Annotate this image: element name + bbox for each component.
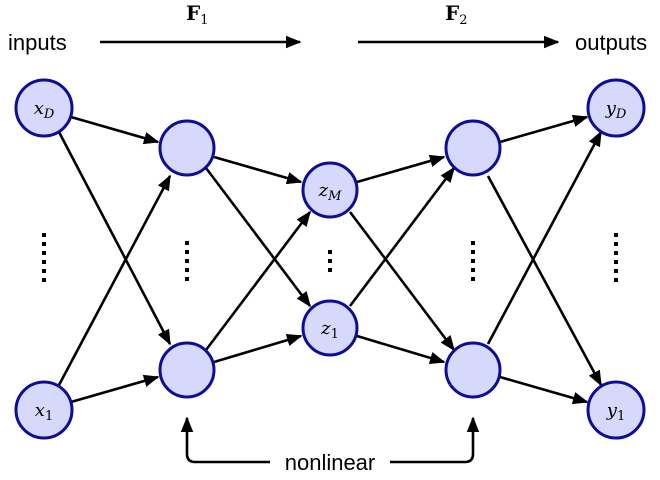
- edge-h1bot-zM: [204, 210, 312, 351]
- node-h2-bottom: [444, 341, 502, 399]
- inputs-label: inputs: [8, 30, 67, 55]
- edges-layer-4: [486, 114, 603, 405]
- dots-outputs: [614, 233, 618, 282]
- edge-xD-h1top: [70, 115, 160, 145]
- node-h1-bottom: [158, 341, 216, 399]
- edge-h2top-y1: [486, 175, 603, 387]
- edge-x1-h1top: [57, 174, 172, 386]
- node-z-1-label: z1: [320, 318, 339, 342]
- dots-hidden-1: [185, 241, 189, 281]
- edges-layer-1: [57, 115, 172, 404]
- nonlinear-label: nonlinear: [285, 450, 376, 475]
- node-y-1: [586, 380, 646, 440]
- edge-z1-h2bot: [356, 334, 446, 364]
- edges-layer-2: [204, 155, 312, 364]
- edge-h2bot-y1: [499, 375, 589, 405]
- ellipsis-dots: [42, 233, 618, 282]
- outputs-label: outputs: [575, 30, 647, 55]
- edges-layer-3: [348, 154, 456, 364]
- edge-h2bot-yD: [486, 130, 603, 345]
- node-h1-top: [158, 119, 216, 177]
- nonlinear-arrow-right: [390, 416, 480, 464]
- edge-zM-h2top: [356, 154, 446, 184]
- output-layer: yD y1: [586, 78, 646, 440]
- latent-layer: zM z1: [301, 161, 359, 357]
- input-layer: xD x1: [14, 78, 74, 440]
- dots-inputs: [42, 233, 46, 282]
- edge-h2top-yD: [499, 114, 589, 144]
- edge-x1-h1bot: [70, 374, 160, 404]
- dots-latent: [328, 250, 332, 272]
- f2-label: F2: [445, 1, 467, 28]
- edge-h1top-z1: [204, 167, 312, 308]
- node-x-1: [14, 380, 74, 440]
- edge-z1-h2top: [348, 166, 456, 307]
- dots-hidden-2: [471, 241, 475, 281]
- edge-zM-h2bot: [348, 211, 456, 352]
- node-x-1-label: x1: [35, 400, 53, 424]
- f1-label: F1: [186, 1, 208, 28]
- node-y-D: [586, 78, 646, 138]
- edge-xD-h1bot: [57, 131, 172, 346]
- node-y-D-label: yD: [605, 98, 627, 122]
- node-x-D: [14, 78, 74, 138]
- hidden-layer-1: [158, 119, 216, 399]
- nonlinear-arrow-left: [180, 416, 270, 464]
- node-z-M-label: zM: [318, 180, 342, 204]
- edge-h1bot-z1: [213, 334, 303, 364]
- node-y-1-label: y1: [606, 400, 625, 424]
- node-h2-top: [444, 119, 502, 177]
- node-x-D-label: xD: [34, 98, 55, 122]
- node-z-1: [301, 299, 359, 357]
- hidden-layer-2: [444, 119, 502, 399]
- edge-h1top-zM: [213, 155, 303, 185]
- node-z-M: [301, 161, 359, 219]
